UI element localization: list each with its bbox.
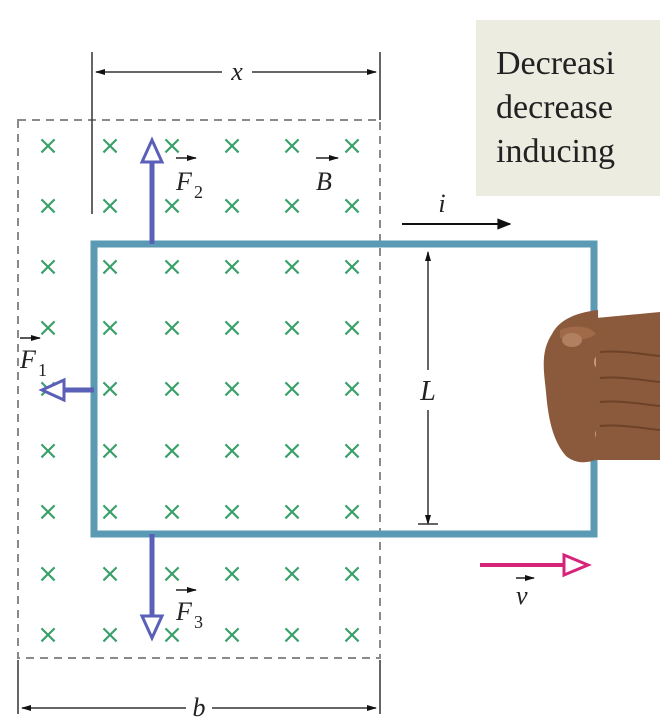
- caption-line-1: Decreasi: [496, 45, 615, 82]
- label-L: L: [419, 376, 436, 407]
- dimension-L: [418, 251, 438, 525]
- field-cross: ×: [37, 313, 59, 343]
- dimension-x: [91, 52, 381, 214]
- label-B: B: [316, 155, 339, 196]
- field-cross: ×: [161, 559, 183, 589]
- dimension-b: [17, 660, 381, 714]
- field-cross: ×: [37, 497, 59, 527]
- field-cross: ×: [281, 313, 303, 343]
- field-cross: ×: [161, 131, 183, 161]
- field-cross: ×: [341, 559, 363, 589]
- label-F2-subscript: 2: [194, 182, 203, 202]
- field-cross: ×: [99, 252, 121, 282]
- field-cross: ×: [37, 131, 59, 161]
- field-cross: ×: [161, 252, 183, 282]
- field-cross: ×: [37, 252, 59, 282]
- caption-box: Decreasi decrease inducing: [476, 20, 660, 196]
- field-cross: ×: [99, 497, 121, 527]
- field-cross: ×: [281, 620, 303, 650]
- caption-line-2: decrease: [496, 89, 614, 126]
- field-cross: ×: [221, 131, 243, 161]
- field-cross: ×: [281, 374, 303, 404]
- field-cross: ×: [99, 131, 121, 161]
- field-cross: ×: [99, 436, 121, 466]
- label-F2-letter: F: [175, 167, 193, 196]
- field-cross: ×: [281, 252, 303, 282]
- field-cross: ×: [161, 374, 183, 404]
- field-cross: ×: [221, 559, 243, 589]
- velocity-arrow: [480, 552, 592, 578]
- caption-line-3: inducing: [496, 133, 615, 170]
- field-cross: ×: [161, 497, 183, 527]
- force-f2-arrow: [139, 136, 165, 244]
- label-v-letter: v: [516, 581, 528, 610]
- field-cross: ×: [221, 252, 243, 282]
- field-cross: ×: [37, 191, 59, 221]
- label-F3: F 3: [175, 587, 203, 632]
- field-cross: ×: [341, 252, 363, 282]
- field-cross: ×: [221, 313, 243, 343]
- label-b: b: [193, 693, 206, 718]
- field-cross: ×: [221, 436, 243, 466]
- field-cross: ×: [341, 191, 363, 221]
- field-cross: ×: [341, 436, 363, 466]
- label-v: v: [516, 575, 535, 610]
- label-F1-letter: F: [19, 345, 37, 374]
- field-cross: ×: [161, 313, 183, 343]
- field-cross: ×: [221, 497, 243, 527]
- label-F3-subscript: 3: [194, 612, 203, 632]
- label-F1-subscript: 1: [38, 360, 47, 380]
- field-cross: ×: [99, 313, 121, 343]
- field-cross: ×: [161, 191, 183, 221]
- field-region-boundary: [17, 119, 381, 659]
- label-B-letter: B: [316, 167, 332, 196]
- field-cross: ×: [281, 497, 303, 527]
- field-cross: ×: [281, 131, 303, 161]
- label-F1: F 1: [19, 335, 47, 380]
- field-cross: ×: [37, 559, 59, 589]
- field-cross: ×: [341, 497, 363, 527]
- field-cross: ×: [161, 436, 183, 466]
- label-i: i: [438, 189, 445, 218]
- field-cross: ×: [221, 374, 243, 404]
- field-cross: ×: [341, 313, 363, 343]
- field-cross: ×: [341, 131, 363, 161]
- label-F2: F 2: [175, 155, 203, 202]
- field-cross: ×: [281, 559, 303, 589]
- force-f3-arrow: [139, 534, 165, 642]
- field-cross: ×: [341, 620, 363, 650]
- field-cross: ×: [37, 436, 59, 466]
- force-f1-arrow: [38, 377, 94, 403]
- field-cross: ×: [99, 620, 121, 650]
- label-x: x: [230, 57, 243, 86]
- label-F3-letter: F: [175, 597, 193, 626]
- magnetic-field-crosses: × × × × × × × × × × × × × × × × × × × × × × × × × × × × × × × × × × × × × × × ×…: [37, 131, 363, 650]
- field-cross: ×: [161, 620, 183, 650]
- field-cross: ×: [221, 620, 243, 650]
- field-cross: ×: [37, 620, 59, 650]
- field-cross: ×: [99, 374, 121, 404]
- field-cross: ×: [341, 374, 363, 404]
- field-cross: ×: [281, 436, 303, 466]
- field-cross: ×: [281, 191, 303, 221]
- field-cross: ×: [99, 191, 121, 221]
- field-cross: ×: [99, 559, 121, 589]
- hand-fist-icon: [543, 310, 660, 463]
- field-cross: ×: [221, 191, 243, 221]
